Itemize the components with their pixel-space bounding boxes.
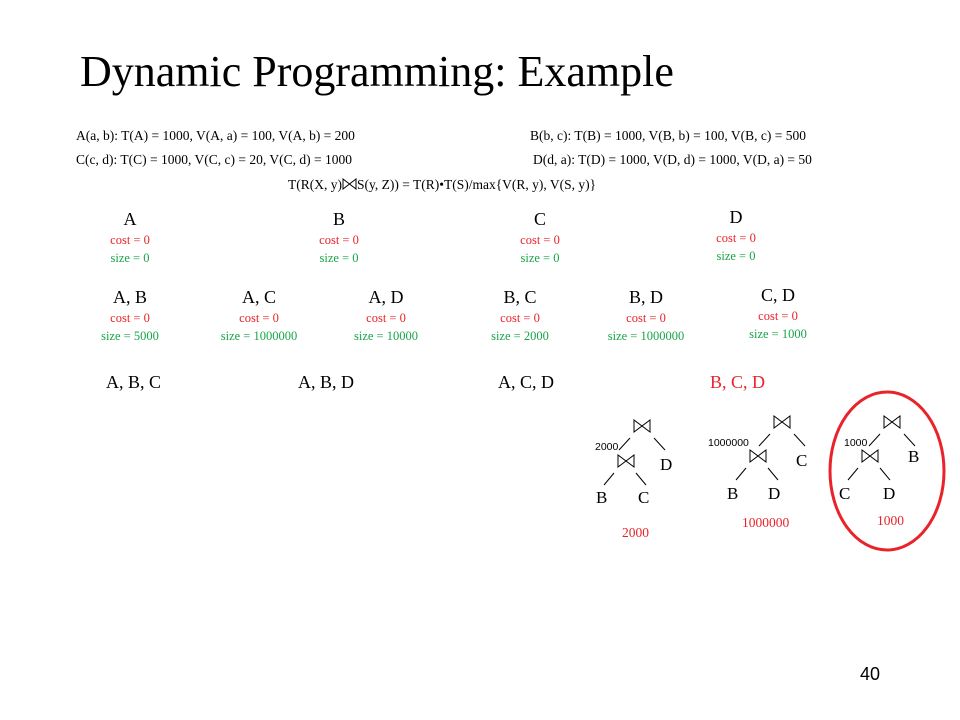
slide-title: Dynamic Programming: Example (80, 47, 674, 96)
single-node-d: D cost = 0 size = 0 (706, 207, 766, 264)
plan1-inner-size: 2000 (595, 441, 619, 453)
tree-edge (793, 433, 806, 447)
node-label: B, C (503, 287, 537, 307)
single-node-a: A cost = 0 size = 0 (100, 209, 160, 266)
tree-edge (635, 472, 647, 486)
plan3-right-leaf: D (883, 484, 896, 503)
node-size: size = 0 (319, 251, 359, 265)
triple-node-acd: A, C, D (498, 372, 555, 392)
tree-edge (903, 433, 916, 447)
node-cost: cost = 0 (319, 233, 359, 247)
pair-node-ad: A, D cost = 0 size = 10000 (336, 287, 436, 344)
relation-d-stats: D(d, a): T(D) = 1000, V(D, d) = 1000, V(… (533, 152, 812, 167)
plan2-left-leaf: B (727, 484, 739, 503)
root-join-icon (773, 415, 791, 429)
plan3-left-leaf: C (839, 484, 851, 503)
node-size: size = 5000 (101, 329, 159, 343)
node-cost: cost = 0 (239, 311, 279, 325)
formula-left: T(R(X, y) (288, 177, 342, 192)
node-size: size = 0 (110, 251, 150, 265)
plan1-cost: 2000 (622, 525, 649, 540)
tree-edge (758, 433, 771, 447)
node-size: size = 2000 (491, 329, 549, 343)
node-label: A (123, 209, 137, 229)
node-cost: cost = 0 (520, 233, 560, 247)
tree-edge (735, 467, 747, 481)
node-cost: cost = 0 (758, 309, 798, 323)
node-label: C, D (760, 285, 795, 305)
plan3-inner-size: 1000 (844, 437, 868, 449)
root-join-icon (633, 419, 651, 433)
tree-edge (653, 437, 666, 451)
selected-plan-circle (828, 390, 946, 552)
tree-edge (847, 467, 859, 481)
tree-edge (603, 472, 615, 486)
node-size: size = 0 (520, 251, 560, 265)
plan1-right-leaf: C (638, 488, 650, 507)
node-label: B (332, 209, 345, 229)
plan-tree-3 (847, 415, 916, 481)
node-size: size = 1000000 (220, 329, 298, 343)
node-size: size = 10000 (354, 329, 418, 343)
tree-edge (879, 467, 891, 481)
pair-node-ab: A, B cost = 0 size = 5000 (80, 287, 180, 344)
relation-c-stats: C(c, d): T(C) = 1000, V(C, c) = 20, V(C,… (76, 152, 352, 167)
relation-a-stats: A(a, b): T(A) = 1000, V(A, a) = 100, V(A… (76, 128, 355, 143)
node-cost: cost = 0 (626, 311, 666, 325)
plan2-top-leaf: C (796, 451, 808, 470)
node-label: A, C (241, 287, 276, 307)
node-size: size = 0 (716, 249, 756, 263)
pair-node-bd: B, D cost = 0 size = 1000000 (591, 287, 701, 344)
tree-edge (618, 437, 631, 451)
inner-join-icon (749, 449, 767, 463)
node-label: B, D (628, 287, 663, 307)
triple-node-bcd: B, C, D (710, 372, 766, 392)
single-node-c: C cost = 0 size = 0 (510, 209, 570, 266)
plan-tree-2 (735, 415, 806, 481)
node-size: size = 1000 (749, 327, 807, 341)
node-cost: cost = 0 (500, 311, 540, 325)
node-cost: cost = 0 (110, 311, 150, 325)
pair-node-bc: B, C cost = 0 size = 2000 (470, 287, 570, 344)
triple-node-abd: A, B, D (298, 372, 355, 392)
plan3-cost: 1000 (877, 513, 904, 528)
node-cost: cost = 0 (110, 233, 150, 247)
plan1-left-leaf: B (596, 488, 608, 507)
node-cost: cost = 0 (366, 311, 406, 325)
node-label: A, B (112, 287, 147, 307)
plan-tree-1 (603, 419, 666, 486)
tree-edge (767, 467, 779, 481)
plan2-inner-size: 1000000 (708, 437, 749, 449)
triple-node-abc: A, B, C (106, 372, 162, 392)
tree-edge (868, 433, 881, 447)
node-size: size = 1000000 (607, 329, 685, 343)
pair-node-cd: C, D cost = 0 size = 1000 (728, 285, 828, 342)
node-label: A, D (368, 287, 404, 307)
node-label: C (533, 209, 546, 229)
page-number: 40 (860, 664, 881, 684)
node-cost: cost = 0 (716, 231, 756, 245)
plan1-top-leaf: D (660, 455, 673, 474)
plan2-right-leaf: D (768, 484, 781, 503)
relation-b-stats: B(b, c): T(B) = 1000, V(B, b) = 100, V(B… (530, 128, 806, 143)
plan2-cost: 1000000 (742, 515, 790, 530)
inner-join-icon (617, 454, 635, 468)
node-label: D (729, 207, 743, 227)
pair-node-ac: A, C cost = 0 size = 1000000 (204, 287, 314, 344)
join-size-formula: T(R(X, y) S(y, Z)) = T(R)•T(S)/max{V(R, y… (288, 177, 596, 193)
single-node-b: B cost = 0 size = 0 (309, 209, 369, 266)
join-icon (342, 177, 357, 191)
plan3-top-leaf: B (908, 447, 920, 466)
formula-right: S(y, Z)) = T(R)•T(S)/max{V(R, y), V(S, y… (357, 177, 597, 192)
inner-join-icon (861, 449, 879, 463)
root-join-icon (883, 415, 901, 429)
